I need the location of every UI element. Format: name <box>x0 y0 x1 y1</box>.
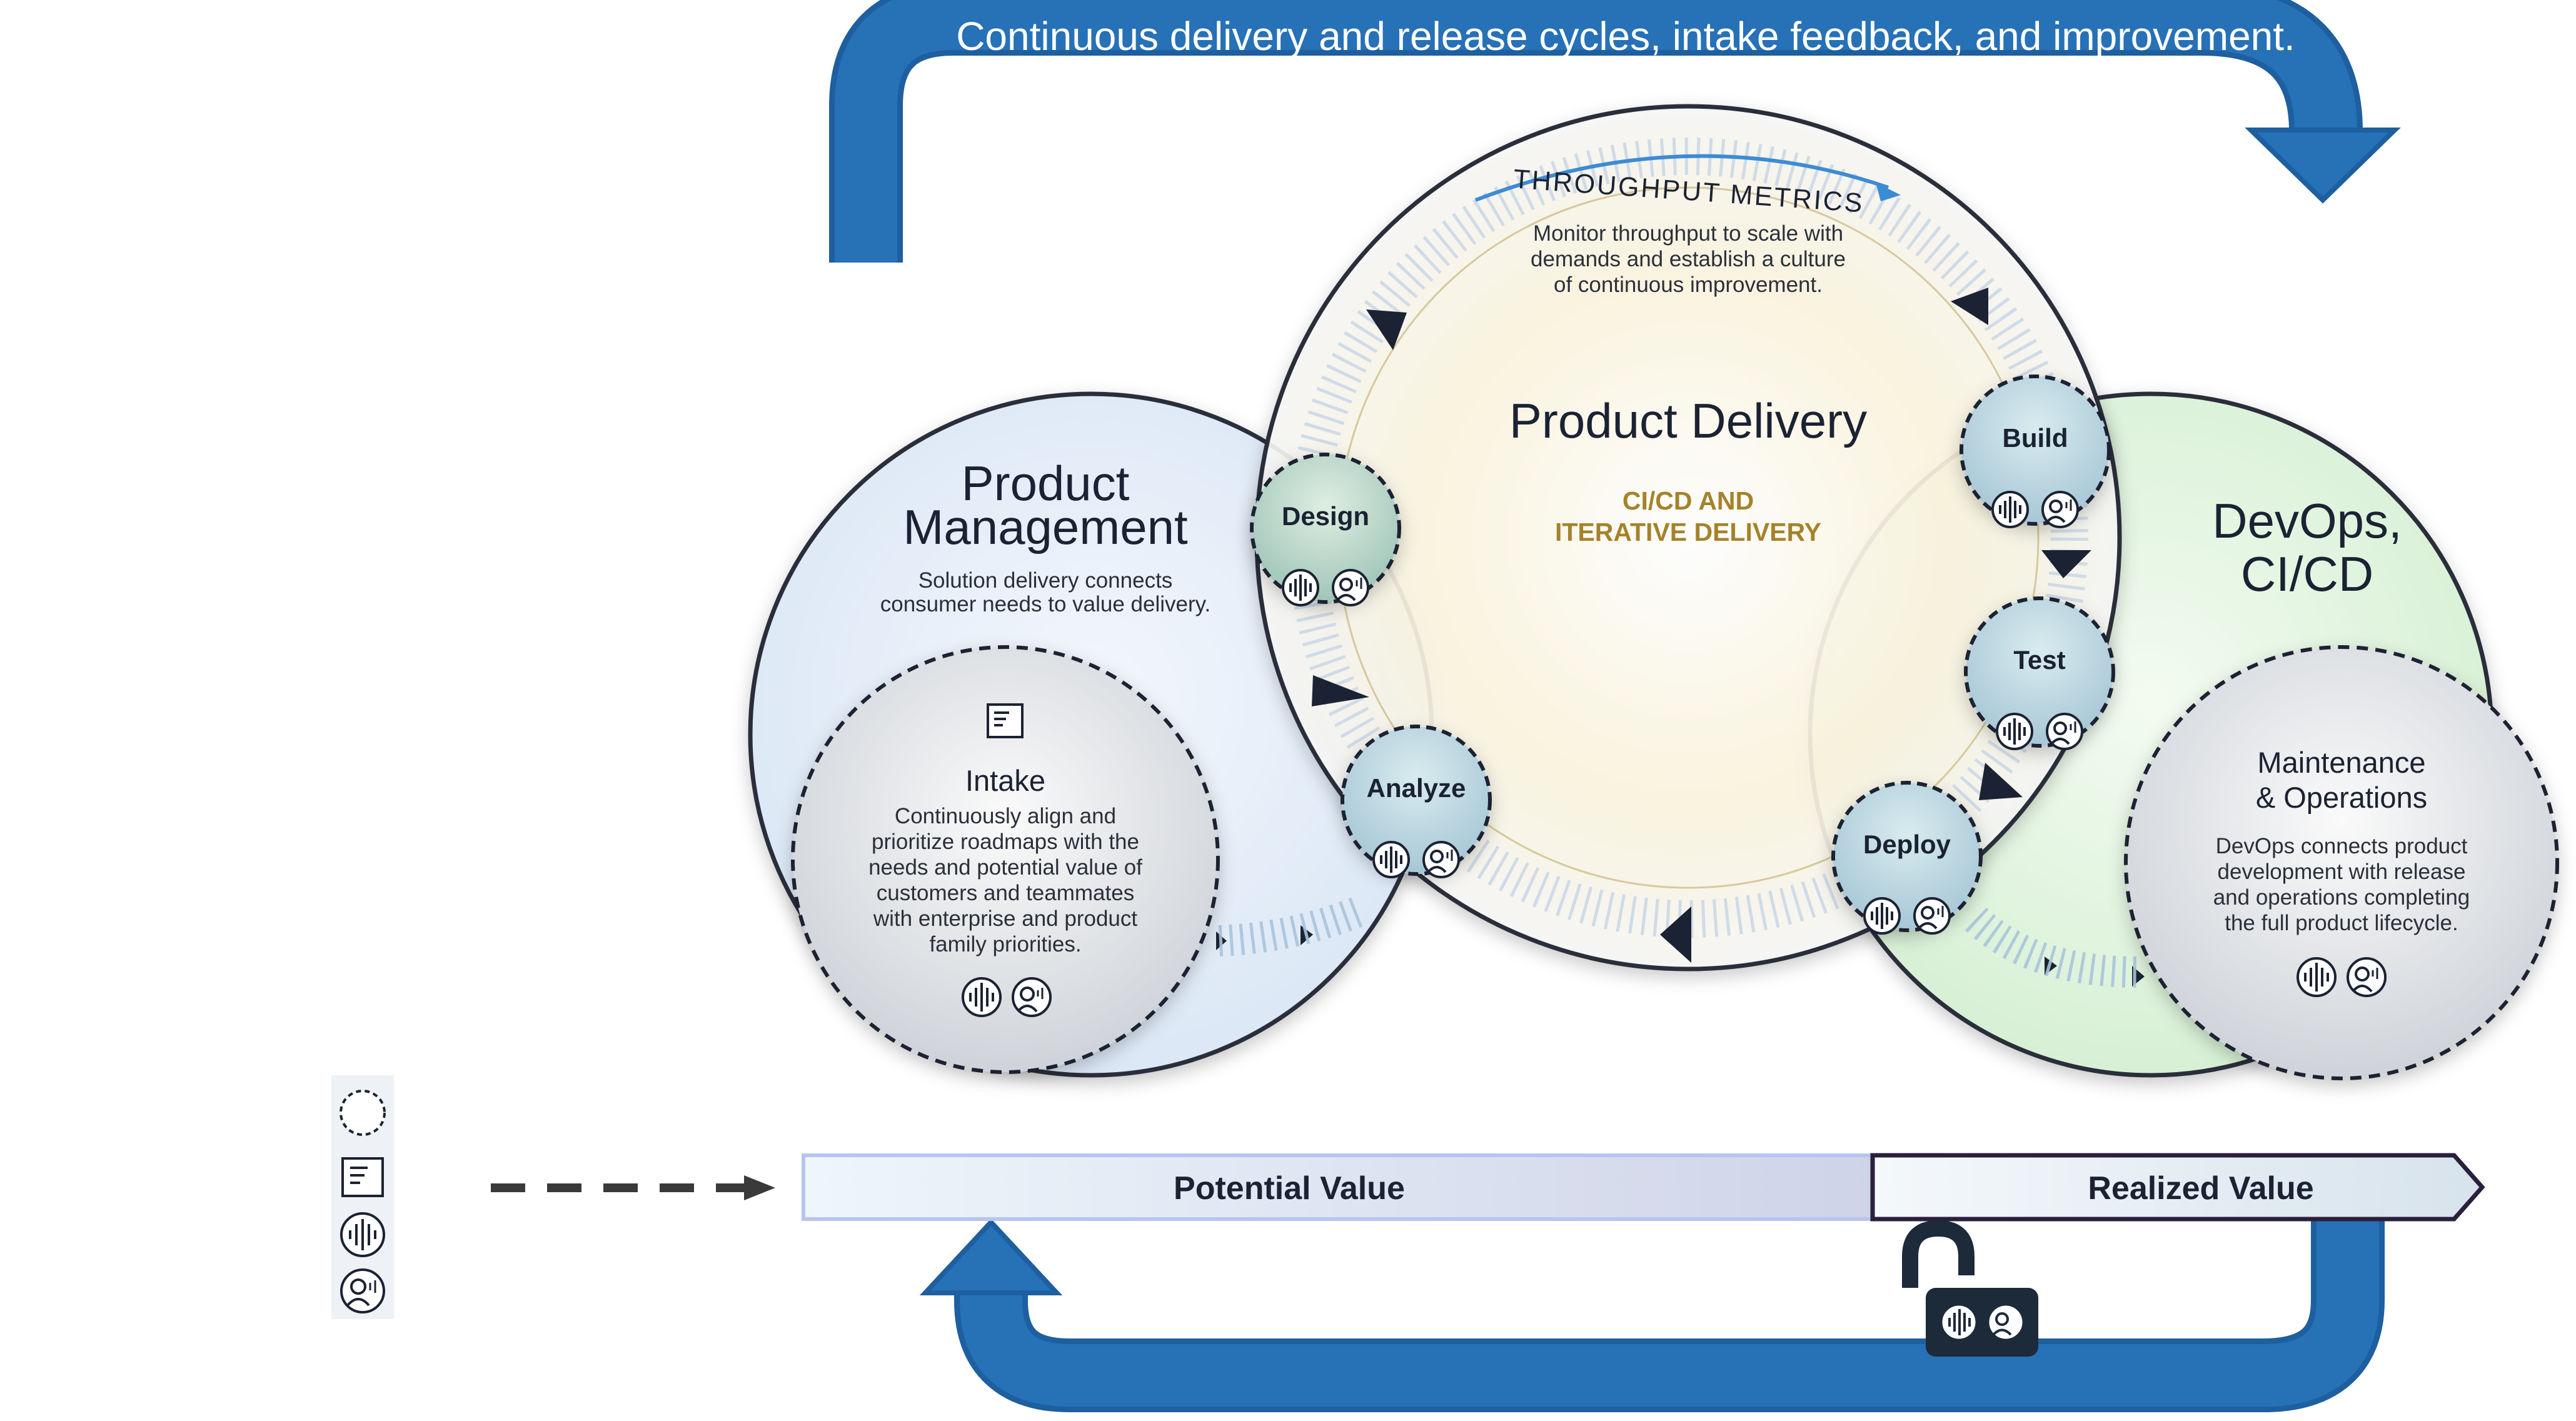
deploy-label: Deploy <box>1863 830 1951 859</box>
person-voice-icon <box>2347 957 2387 997</box>
pm-desc-line2: consumer needs to value delivery. <box>880 592 1211 616</box>
test-node-circle <box>1964 596 2115 748</box>
input-dashed-arrow <box>491 1175 775 1200</box>
audio-wave-icon <box>1372 841 1410 878</box>
intake-desc-line1: Continuously align and <box>895 804 1116 828</box>
maintenance-circle <box>2124 645 2559 1080</box>
unlocked-padlock-icon <box>1902 1220 2038 1357</box>
maintenance-icons <box>2297 957 2387 997</box>
person-voice-icon <box>1012 977 1052 1017</box>
analyze-node: Analyze <box>1341 725 1492 878</box>
top-feedback-arrow: Continuous delivery and release cycles, … <box>829 0 2401 263</box>
intake-desc-line2: prioritize roadmaps with the <box>872 830 1139 854</box>
design-label: Design <box>1282 501 1369 531</box>
audio-wave-icon <box>1991 491 2029 528</box>
person-voice-icon <box>2046 713 2083 750</box>
audio-wave-icon <box>1282 569 1319 606</box>
analyze-node-circle <box>1341 725 1492 876</box>
maintenance-title-line2: & Operations <box>2256 781 2427 814</box>
metrics-desc-line2: demands and establish a culture <box>1531 247 1846 271</box>
legend <box>331 1075 394 1319</box>
intake-desc-line4: customers and teammates <box>877 881 1134 905</box>
audio-wave-icon <box>962 977 1002 1017</box>
cycle-arrow-bottom <box>1660 906 1691 963</box>
intake-desc-line6: family priorities. <box>929 932 1081 957</box>
analyze-label: Analyze <box>1367 773 1466 803</box>
maintenance-desc-line3: and operations completing <box>2213 885 2470 910</box>
test-label: Test <box>2013 645 2065 675</box>
cycle-arrowheads <box>1216 288 2145 987</box>
maintenance-title-line1: Maintenance <box>2257 746 2425 779</box>
value-bar: Potential Value Realized Value <box>802 1153 2485 1222</box>
deploy-connector <box>1965 907 2139 988</box>
person-voice-icon <box>1913 897 1951 935</box>
metrics-desc-line3: of continuous improvement. <box>1554 273 1823 297</box>
cycle-arrow-test-deploy <box>1979 763 2023 800</box>
audio-wave-icon <box>1863 897 1901 935</box>
intake-title: Intake <box>965 764 1045 797</box>
dashed-circle-icon <box>340 1090 386 1136</box>
build-node: Build <box>1960 374 2111 528</box>
audio-wave-icon <box>340 1212 385 1257</box>
person-voice-icon <box>340 1268 385 1313</box>
document-icon <box>341 1157 384 1197</box>
intake-desc-line3: needs and potential value of <box>868 855 1142 880</box>
devops-title-line2: CI/CD <box>2241 546 2373 601</box>
metrics-desc-line1: Monitor throughput to scale with <box>1533 221 1843 246</box>
realized-value-bar <box>1870 1153 2485 1222</box>
cycle-arrow-top-right <box>1951 288 1988 325</box>
intake-desc-line5: with enterprise and product <box>873 906 1137 931</box>
cycle-arrow-analyze-design <box>1312 675 1369 706</box>
deploy-node-circle <box>1831 781 1983 932</box>
delivery-title: Product Delivery <box>1509 393 1867 448</box>
bottom-feedback-arrow <box>919 1207 2385 1412</box>
design-node-circle <box>1250 453 1401 604</box>
potential-value-bar <box>802 1153 1874 1221</box>
throughput-arc <box>1474 154 1901 202</box>
top-banner-text: Continuous delivery and release cycles, … <box>956 14 2295 59</box>
person-voice-icon <box>2041 491 2079 528</box>
cycle-arrow-build-test <box>2041 550 2091 578</box>
realized-value-label: Realized Value <box>2088 1170 2313 1207</box>
maintenance-desc-line1: DevOps connects product <box>2216 834 2468 858</box>
intake-connector <box>1218 895 1369 957</box>
pm-title-line2: Management <box>903 500 1188 555</box>
audio-wave-icon <box>1996 713 2033 750</box>
delivery-subtitle-line2: ITERATIVE DELIVERY <box>1555 518 1821 546</box>
intake-icons <box>962 977 1052 1017</box>
potential-value-label: Potential Value <box>1174 1170 1405 1207</box>
cycle-arrow-top-left <box>1366 309 1407 350</box>
intake-circle <box>791 645 1220 1074</box>
person-voice-icon <box>1422 841 1460 878</box>
delivery-hatch-ring <box>1288 138 2088 938</box>
build-label: Build <box>2003 423 2068 453</box>
maintenance-desc-line2: development with release <box>2218 860 2466 884</box>
delivery-subtitle-line1: CI/CD AND <box>1623 486 1754 515</box>
build-node-circle <box>1960 374 2111 526</box>
person-voice-icon <box>1332 569 1369 606</box>
pm-desc-line1: Solution delivery connects <box>918 568 1173 593</box>
devops-title-line1: DevOps, <box>2212 493 2402 548</box>
deploy-node: Deploy <box>1831 781 1983 935</box>
test-node: Test <box>1964 596 2115 750</box>
document-icon <box>987 703 1024 738</box>
design-node: Design <box>1250 453 1401 606</box>
audio-wave-icon <box>2297 957 2337 997</box>
maintenance-desc-line4: the full product lifecycle. <box>2225 911 2458 935</box>
pm-title-line1: Product <box>962 456 1130 511</box>
